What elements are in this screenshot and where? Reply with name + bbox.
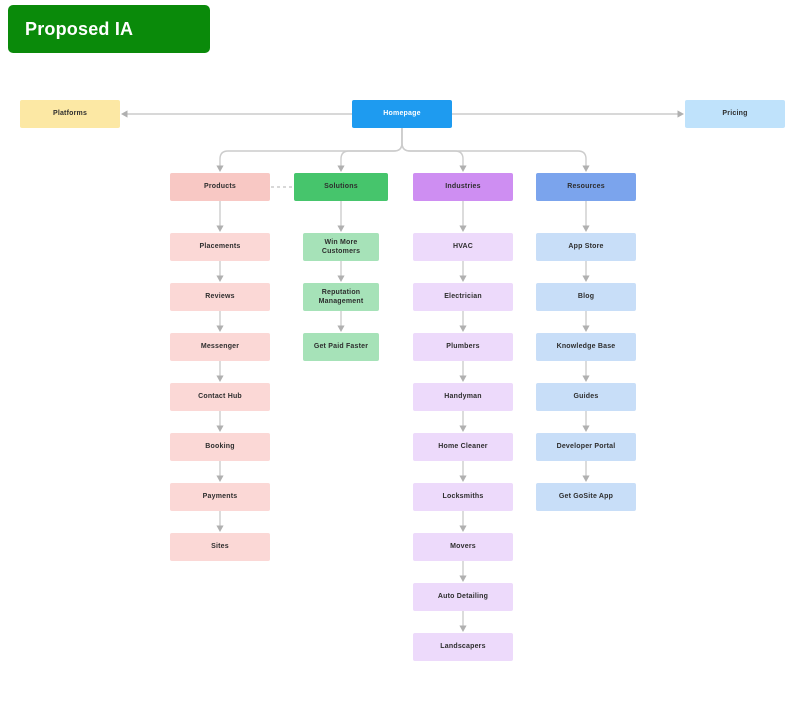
node-blog[interactable]: Blog <box>536 283 636 311</box>
node-sites[interactable]: Sites <box>170 533 270 561</box>
node-app-store[interactable]: App Store <box>536 233 636 261</box>
branch-header-products[interactable]: Products <box>170 173 270 201</box>
branch-header-resources[interactable]: Resources <box>536 173 636 201</box>
node-homepage[interactable]: Homepage <box>352 100 452 128</box>
node-handyman[interactable]: Handyman <box>413 383 513 411</box>
node-knowledge-base[interactable]: Knowledge Base <box>536 333 636 361</box>
node-auto-detailing[interactable]: Auto Detailing <box>413 583 513 611</box>
node-booking[interactable]: Booking <box>170 433 270 461</box>
node-messenger[interactable]: Messenger <box>170 333 270 361</box>
title-banner: Proposed IA <box>8 5 210 53</box>
node-developer-portal[interactable]: Developer Portal <box>536 433 636 461</box>
node-reputation-management[interactable]: Reputation Management <box>303 283 379 311</box>
node-get-paid-faster[interactable]: Get Paid Faster <box>303 333 379 361</box>
node-payments[interactable]: Payments <box>170 483 270 511</box>
node-placements[interactable]: Placements <box>170 233 270 261</box>
branch-header-industries[interactable]: Industries <box>413 173 513 201</box>
node-win-more-customers[interactable]: Win More Customers <box>303 233 379 261</box>
node-landscapers[interactable]: Landscapers <box>413 633 513 661</box>
node-reviews[interactable]: Reviews <box>170 283 270 311</box>
node-electrician[interactable]: Electrician <box>413 283 513 311</box>
branch-header-solutions[interactable]: Solutions <box>294 173 388 201</box>
node-home-cleaner[interactable]: Home Cleaner <box>413 433 513 461</box>
node-get-gosite-app[interactable]: Get GoSite App <box>536 483 636 511</box>
node-hvac[interactable]: HVAC <box>413 233 513 261</box>
node-contact-hub[interactable]: Contact Hub <box>170 383 270 411</box>
node-guides[interactable]: Guides <box>536 383 636 411</box>
node-movers[interactable]: Movers <box>413 533 513 561</box>
node-locksmiths[interactable]: Locksmiths <box>413 483 513 511</box>
node-plumbers[interactable]: Plumbers <box>413 333 513 361</box>
page-title: Proposed IA <box>25 18 134 39</box>
node-pricing[interactable]: Pricing <box>685 100 785 128</box>
node-platforms[interactable]: Platforms <box>20 100 120 128</box>
